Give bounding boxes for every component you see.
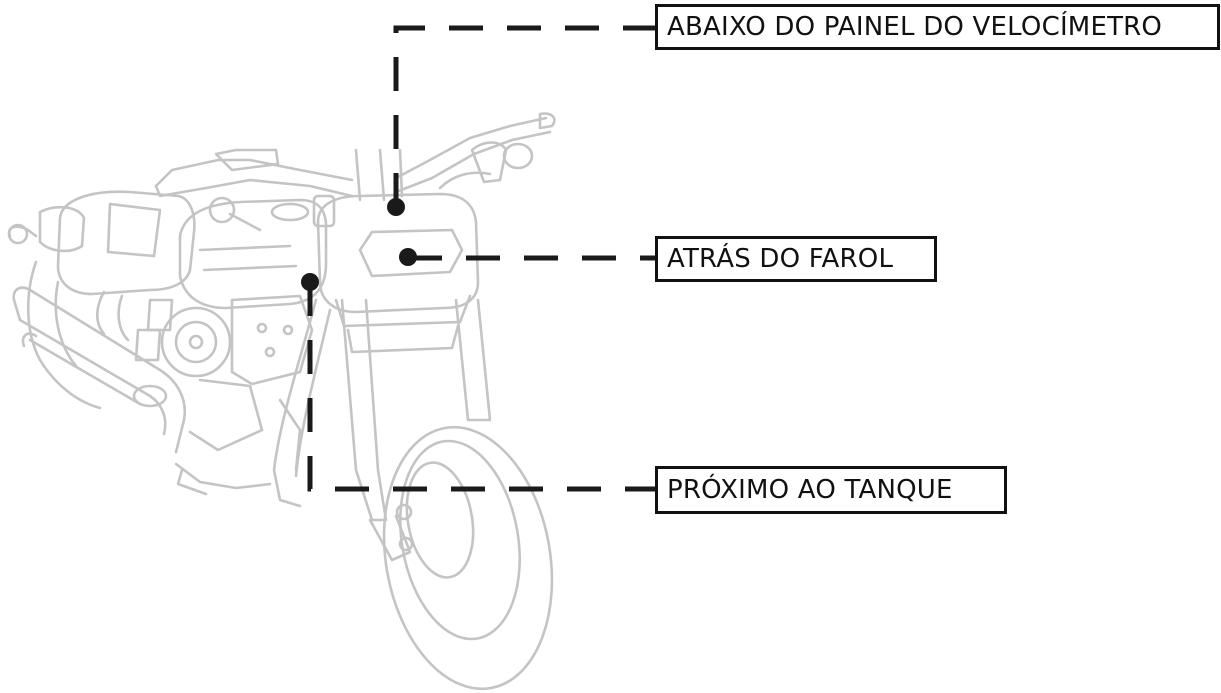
handlebar-right bbox=[394, 116, 548, 180]
leader-tank bbox=[307, 282, 655, 492]
seat bbox=[56, 190, 196, 296]
label-fuel-tank: PRÓXIMO AO TANQUE bbox=[655, 466, 1007, 514]
headlight-nacelle bbox=[316, 192, 480, 314]
front-tire bbox=[382, 425, 554, 691]
fuel-tank bbox=[178, 198, 328, 310]
fork-right bbox=[454, 298, 492, 422]
leader-speedometer bbox=[393, 25, 655, 207]
exhaust bbox=[12, 286, 187, 454]
handlebar-left bbox=[154, 158, 354, 188]
marker-tank bbox=[301, 273, 319, 291]
fork-left bbox=[340, 298, 388, 522]
label-speedometer-panel: ABAIXO DO PAINEL DO VELOCÍMETRO bbox=[655, 4, 1220, 50]
front-rim bbox=[398, 439, 522, 641]
marker-speedometer bbox=[387, 198, 405, 216]
frame bbox=[272, 298, 318, 508]
engine-cover bbox=[160, 306, 232, 378]
rear-fender bbox=[26, 260, 102, 410]
leader-lines bbox=[307, 25, 655, 492]
motorcycle-illustration bbox=[7, 112, 556, 691]
headlight-lens bbox=[358, 228, 464, 278]
brake-disc bbox=[405, 461, 475, 579]
label-headlight: ATRÁS DO FAROL bbox=[655, 236, 937, 282]
marker-headlight bbox=[399, 248, 417, 266]
